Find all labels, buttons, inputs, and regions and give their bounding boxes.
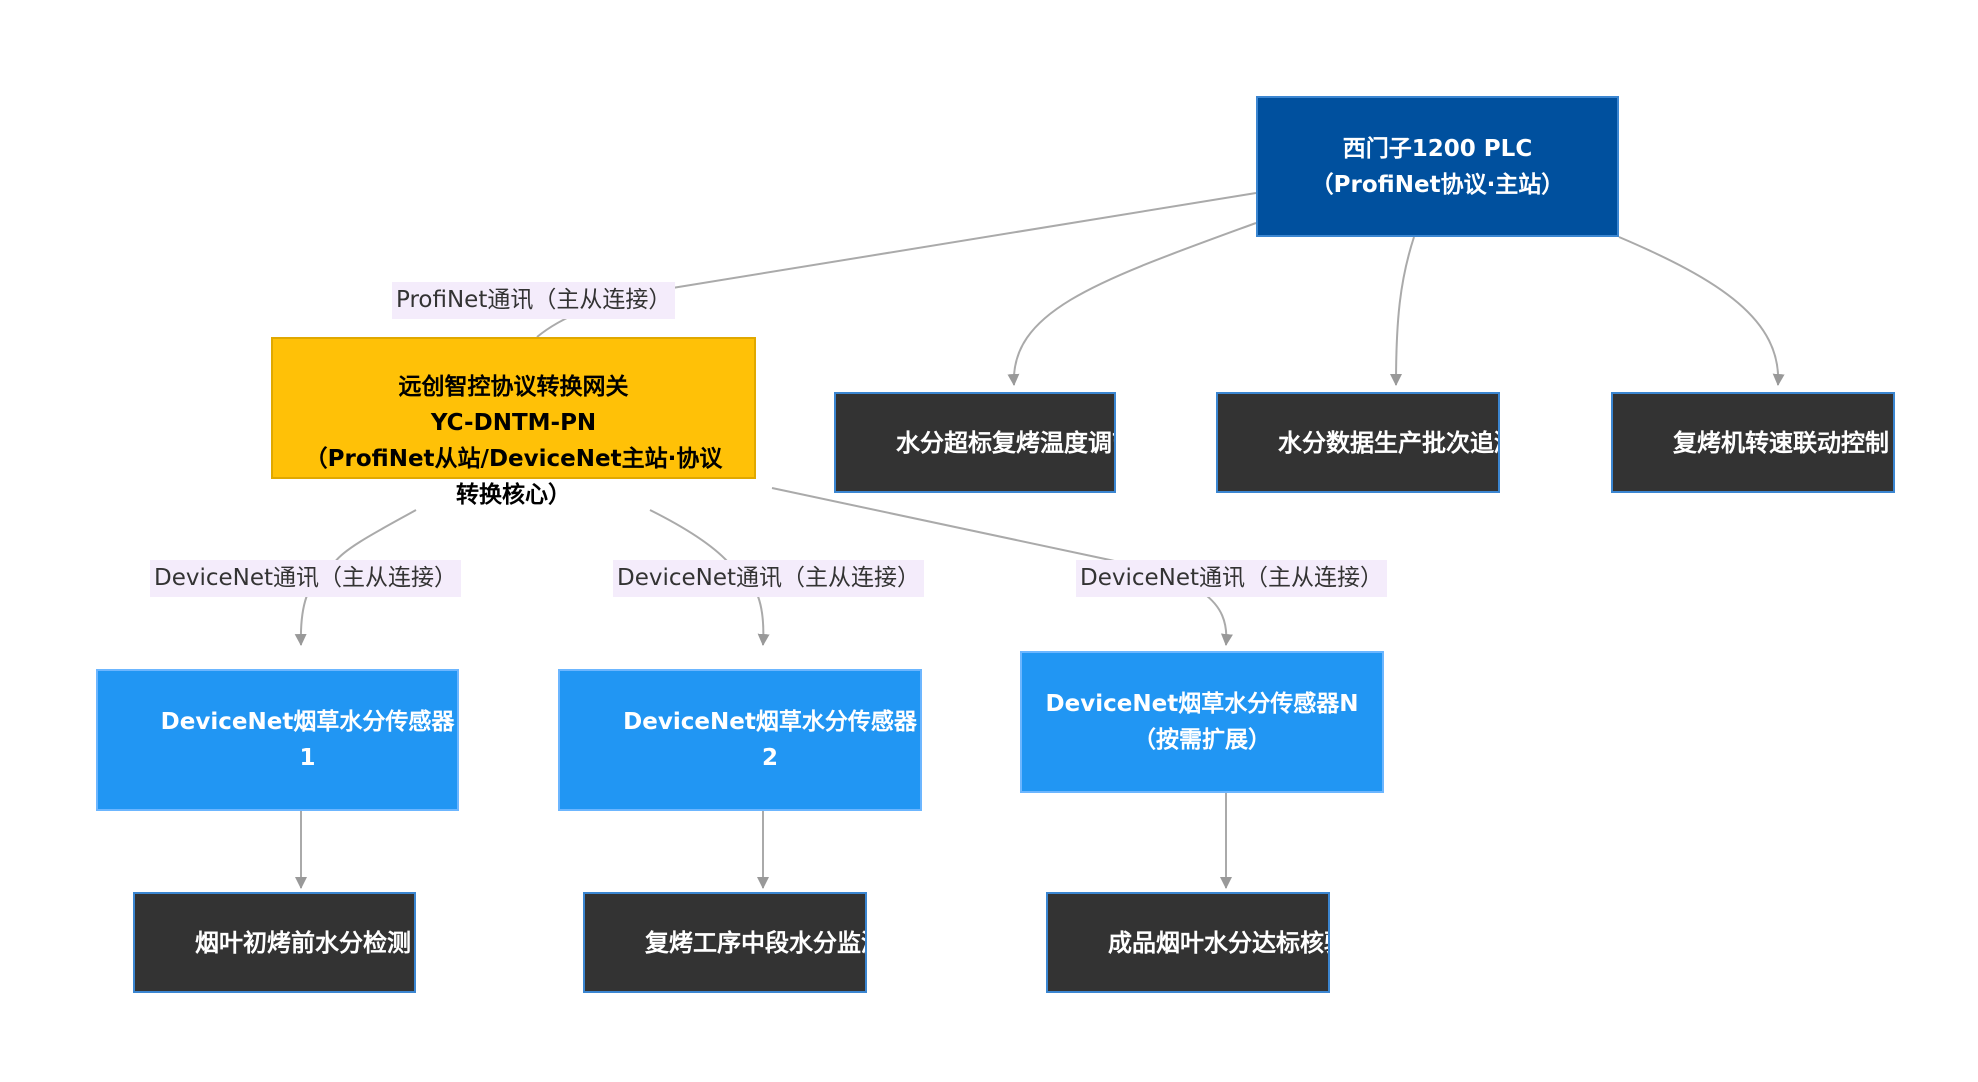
sensor-2-node-label: DeviceNet烟草水分传感器2 [623,709,917,771]
edge-label-devicenet-1: DeviceNet通讯（主从连接） [150,560,462,597]
sensor-n-node-label: DeviceNet烟草水分传感器N （按需扩展） [1045,691,1359,753]
batch-trace-node-label: 水分数据生产批次追溯 [1278,428,1500,457]
gateway-node-label: 远创智控协议转换网关 YC-DNTM-PN （ProfiNet从站/Device… [304,374,723,508]
final-check-node[interactable]: 成品烟叶水分达标核验 [1046,892,1330,993]
sensor-n-node[interactable]: DeviceNet烟草水分传感器N （按需扩展） [1020,651,1384,793]
pre-bake-node[interactable]: 烟叶初烤前水分检测 [133,892,416,993]
final-check-node-label: 成品烟叶水分达标核验 [1108,928,1330,957]
sensor-1-node-label: DeviceNet烟草水分传感器1 [160,709,455,771]
temp-adjust-node[interactable]: 水分超标复烤温度调节 [834,392,1116,493]
edge-plc-batch-trace [1390,236,1415,386]
sensor-1-node[interactable]: DeviceNet烟草水分传感器1 [96,669,459,811]
speed-control-node[interactable]: 复烤机转速联动控制 [1611,392,1895,493]
pre-bake-node-label: 烟叶初烤前水分检测 [195,928,411,957]
mid-monitor-node[interactable]: 复烤工序中段水分监测 [583,892,867,993]
plc-node[interactable]: 西门子1200 PLC （ProfiNet协议·主站） [1256,96,1619,237]
batch-trace-node[interactable]: 水分数据生产批次追溯 [1216,392,1500,493]
edge-label-devicenet-3: DeviceNet通讯（主从连接） [1076,560,1388,597]
mid-monitor-node-label: 复烤工序中段水分监测 [645,928,867,957]
plc-node-label: 西门子1200 PLC （ProfiNet协议·主站） [1310,135,1565,198]
edge-plc-speed-control [1618,236,1785,386]
gateway-node[interactable]: 远创智控协议转换网关 YC-DNTM-PN （ProfiNet从站/Device… [271,337,756,508]
speed-control-node-label: 复烤机转速联动控制 [1673,428,1889,457]
temp-adjust-node-label: 水分超标复烤温度调节 [896,428,1116,457]
edge-plc-temp-adjust [1007,222,1257,386]
edge-label-devicenet-2: DeviceNet通讯（主从连接） [613,560,925,597]
sensor-2-node[interactable]: DeviceNet烟草水分传感器2 [558,669,922,811]
edge-label-profinet: ProfiNet通讯（主从连接） [392,282,676,319]
